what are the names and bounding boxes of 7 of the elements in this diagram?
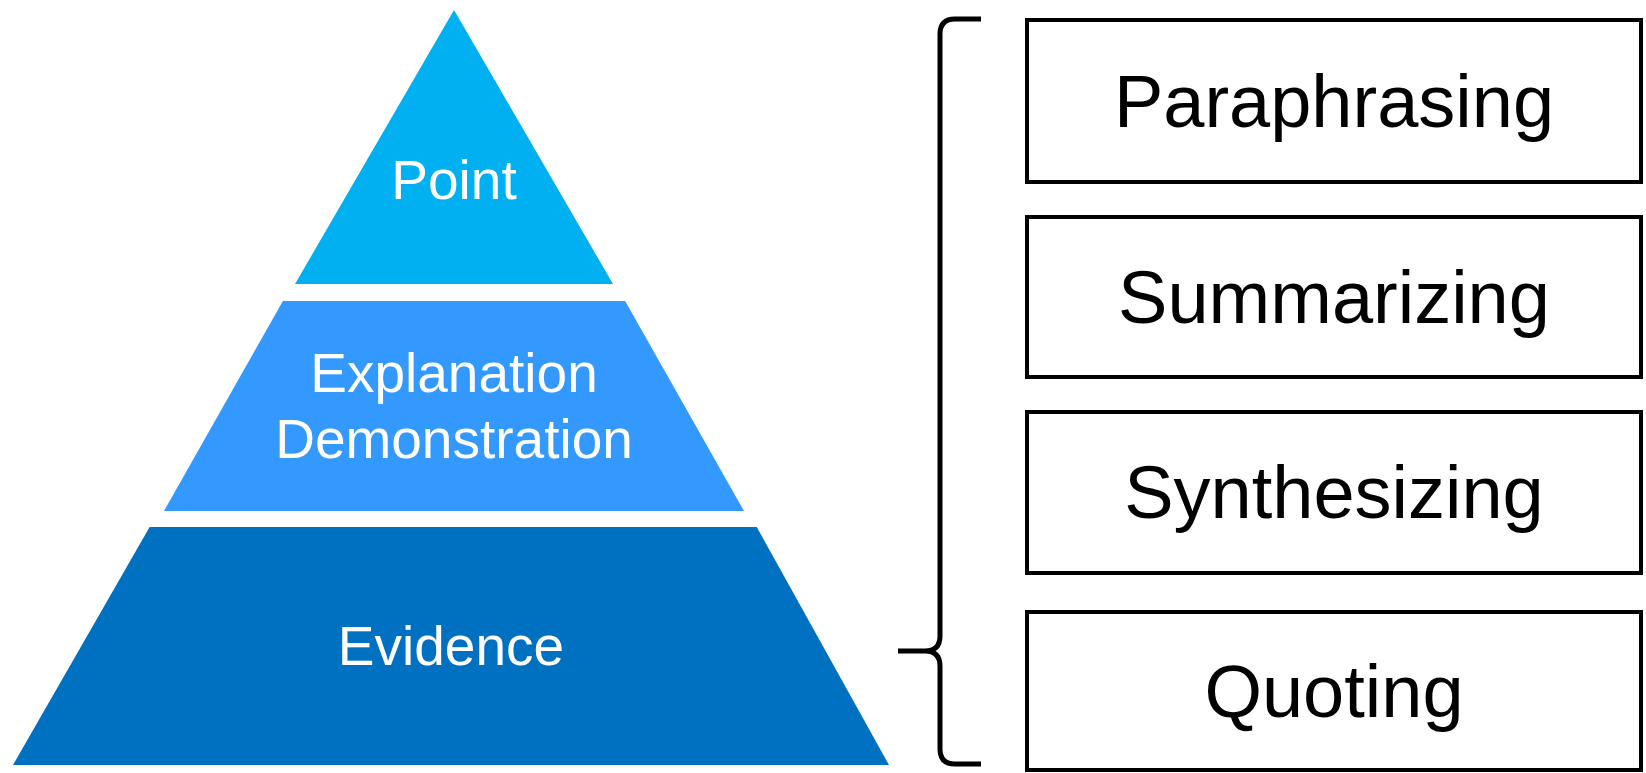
method-box: Synthesizing xyxy=(1025,410,1643,575)
tier-label: Point xyxy=(390,147,518,213)
method-box: Summarizing xyxy=(1025,215,1643,379)
tier-label: Evidence xyxy=(336,614,566,679)
method-box: Paraphrasing xyxy=(1025,18,1643,184)
tier-label: Explanation Demonstration xyxy=(274,341,634,472)
method-box: Quoting xyxy=(1025,610,1643,772)
